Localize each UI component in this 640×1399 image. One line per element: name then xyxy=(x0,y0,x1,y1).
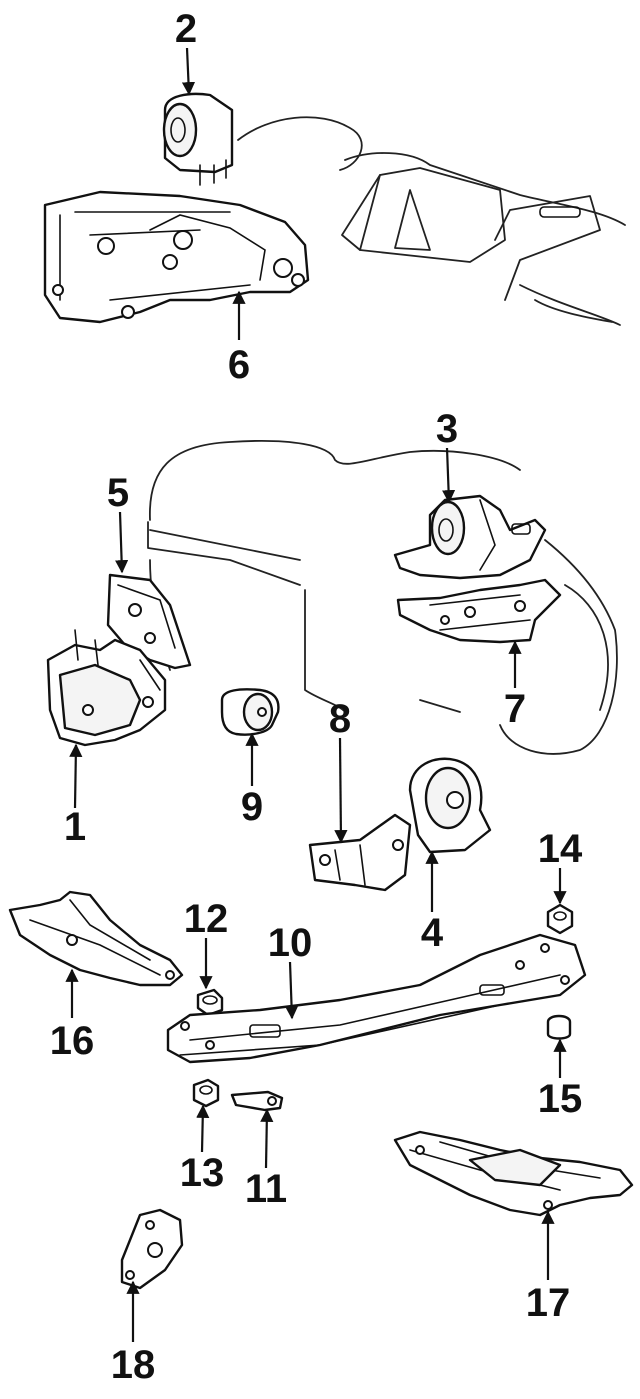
leader-5 xyxy=(115,511,129,574)
part-16-bracket xyxy=(8,890,184,987)
leader-8 xyxy=(334,737,348,844)
part-7-bracket xyxy=(396,578,562,644)
callout-14: 14 xyxy=(538,827,583,871)
part-17-bracket xyxy=(393,1130,634,1217)
callout-3: 3 xyxy=(436,407,458,451)
callout-labels: 2 6 3 7 5 1 9 8 4 14 16 12 10 15 13 11 1… xyxy=(50,7,583,1387)
part-10-crossmember xyxy=(166,933,587,1064)
part-3-mount xyxy=(393,494,547,580)
callout-18: 18 xyxy=(111,1343,156,1387)
part-14-nut xyxy=(546,903,574,935)
leader-2 xyxy=(181,47,196,96)
callout-11: 11 xyxy=(245,1167,287,1211)
part-12-bushing xyxy=(196,988,224,1017)
callout-13: 13 xyxy=(180,1151,225,1195)
callout-9: 9 xyxy=(241,785,263,829)
callout-1: 1 xyxy=(64,805,86,849)
callout-15: 15 xyxy=(538,1077,583,1121)
callout-12: 12 xyxy=(184,897,229,941)
callout-16: 16 xyxy=(50,1019,95,1063)
part-18-plate xyxy=(120,1208,184,1290)
leader-1 xyxy=(69,743,83,809)
callout-17: 17 xyxy=(526,1281,571,1325)
callout-7: 7 xyxy=(504,687,526,731)
leader-11 xyxy=(260,1108,274,1169)
transmission-outline-top xyxy=(237,116,626,326)
part-8-bracket xyxy=(308,813,412,892)
leader-lines xyxy=(65,47,567,1342)
leader-3 xyxy=(441,447,456,504)
part-1-mount xyxy=(46,629,167,747)
part-13-bushing xyxy=(192,1078,220,1108)
part-6-bracket xyxy=(43,190,310,324)
leader-10 xyxy=(284,961,299,1020)
callout-2: 2 xyxy=(175,7,197,51)
part-11-bracket xyxy=(230,1090,284,1112)
part-15-cap xyxy=(546,1014,572,1040)
callout-5: 5 xyxy=(107,471,129,515)
leader-13 xyxy=(196,1104,210,1153)
part-9-bushing xyxy=(220,688,280,736)
callout-10: 10 xyxy=(268,921,313,965)
callout-4: 4 xyxy=(421,911,444,955)
part-4-mount xyxy=(408,757,492,854)
callout-8: 8 xyxy=(329,697,351,741)
callout-6: 6 xyxy=(228,343,250,387)
part-2-mount xyxy=(162,92,234,186)
